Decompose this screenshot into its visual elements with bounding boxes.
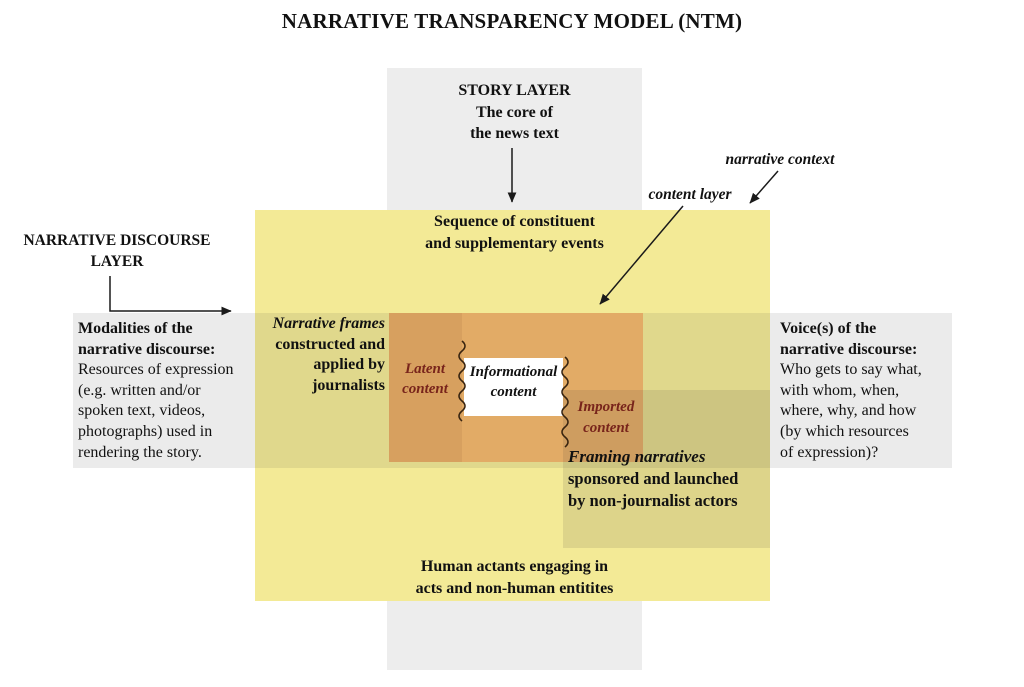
narrative-discourse-layer-label: NARRATIVE DISCOURSE LAYER: [2, 230, 232, 272]
modalities-heading-line: narrative discourse:: [78, 340, 216, 358]
narrative-frames-block: Narrative frames constructed and applied…: [250, 314, 385, 396]
discourse-label-line: LAYER: [90, 253, 144, 270]
discourse-layer-elbow-arrow: [109, 276, 232, 316]
narrative-frames-line: Narrative frames: [272, 315, 385, 332]
discourse-label-line: NARRATIVE DISCOURSE: [23, 232, 211, 249]
narrative-frames-line: constructed and: [275, 335, 385, 353]
modalities-body-line: spoken text, videos,: [78, 402, 206, 420]
voices-body-line: Who gets to say what,: [780, 361, 922, 379]
informational-content-box: [464, 358, 563, 416]
story-layer-heading-line: STORY LAYER: [458, 82, 571, 99]
voices-body-line: of expression)?: [780, 443, 879, 461]
imported-content-label: Imported content: [570, 397, 642, 439]
voices-heading-line: narrative discourse:: [780, 340, 918, 358]
diagram-title: NARRATIVE TRANSPARENCY MODEL (NTM): [281, 9, 743, 33]
latent-content-line: Latent: [405, 361, 445, 377]
sequence-line: and supplementary events: [425, 234, 604, 252]
sequence-line: Sequence of constituent: [434, 213, 595, 230]
human-actants-label: Human actants engaging in acts and non-h…: [387, 556, 642, 599]
imported-content-line: Imported: [577, 399, 635, 415]
story-layer-sub-line: The core of: [475, 103, 553, 121]
modalities-body-line: photographs) used in: [78, 422, 213, 440]
latent-content-region: [389, 313, 462, 462]
framing-narratives-line: Framing narratives: [568, 447, 706, 466]
framing-narratives-line: by non-journalist actors: [568, 491, 738, 510]
modalities-text-block: Modalities of the narrative discourse: R…: [78, 319, 260, 463]
voices-text-block: Voice(s) of the narrative discourse: Who…: [780, 319, 958, 463]
story-layer-sub-line: the news text: [470, 125, 559, 142]
informational-content-line: content: [490, 384, 537, 400]
voices-heading-line: Voice(s) of the: [780, 320, 877, 337]
narrative-frames-line: journalists: [312, 376, 385, 394]
framing-narratives-line: sponsored and launched: [568, 469, 739, 488]
voices-body-line: (by which resources: [780, 422, 909, 440]
narrative-frames-line: applied by: [313, 356, 385, 373]
modalities-body-line: rendering the story.: [78, 443, 202, 461]
human-actants-line: Human actants engaging in: [420, 558, 609, 575]
framing-narratives-block: Framing narratives sponsored and launche…: [568, 446, 778, 512]
content-layer-label: content layer: [648, 186, 732, 203]
voices-body-line: with whom, when,: [780, 381, 900, 399]
framing-narratives-region: [563, 390, 770, 548]
informational-content-line: Informational: [469, 364, 558, 380]
narrative-context-label: narrative context: [725, 151, 835, 168]
sequence-events-label: Sequence of constituent and supplementar…: [387, 211, 642, 254]
informational-content-label: Informational content: [464, 362, 563, 402]
latent-content-label: Latent content: [392, 359, 458, 399]
voices-body-line: where, why, and how: [780, 402, 917, 420]
modalities-body-line: Resources of expression: [78, 361, 234, 379]
latent-content-line: content: [402, 381, 448, 397]
modalities-heading-line: Modalities of the: [78, 320, 193, 337]
human-actants-line: acts and non-human entitites: [415, 579, 614, 597]
modalities-body-line: (e.g. written and/or: [78, 381, 201, 399]
story-layer-heading: STORY LAYER The core of the news text: [387, 80, 642, 145]
imported-content-line: content: [583, 420, 629, 436]
